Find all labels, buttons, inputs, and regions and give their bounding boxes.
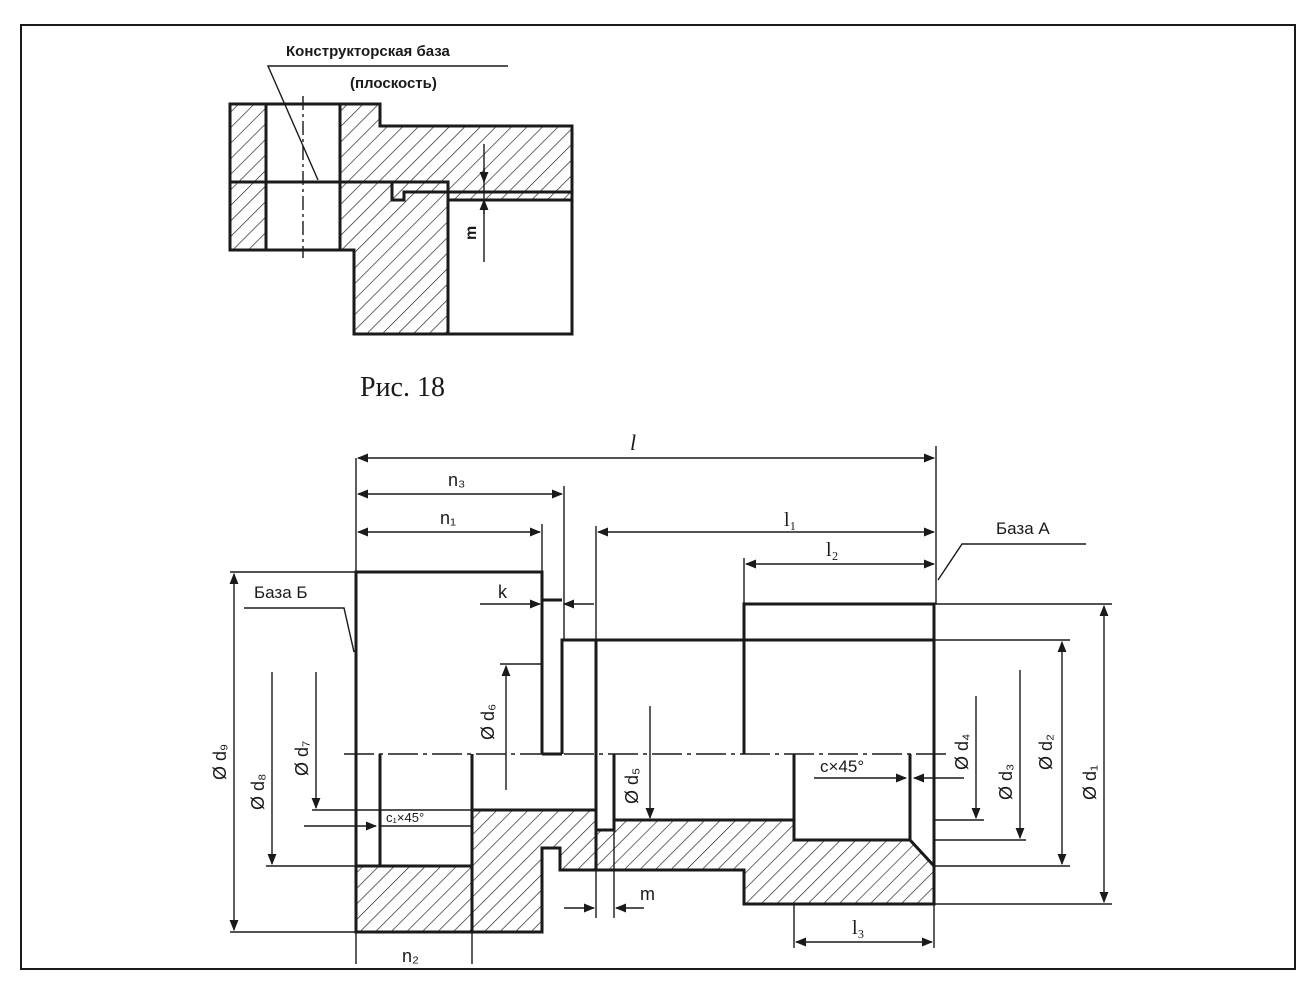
fig19-base-b-leader bbox=[244, 607, 355, 653]
fig19-dim-d2: Ø d₂ bbox=[1036, 734, 1056, 770]
fig19-dim-l1: l₁ bbox=[784, 509, 797, 531]
figure-19: l n₃ n₁ l₁ l₂ k База А База Б Ø d₉ bbox=[210, 430, 1112, 966]
fig19-dim-l2: l₂ bbox=[826, 539, 839, 561]
drawing-frame bbox=[20, 24, 1296, 970]
fig18-base-leader bbox=[266, 65, 508, 181]
fig18-caption: Рис. 18 bbox=[360, 372, 445, 403]
fig18-lower-stem bbox=[338, 180, 450, 336]
fig18-dim-m: m bbox=[463, 226, 480, 240]
fig19-dim-d1: Ø d₁ bbox=[1080, 765, 1100, 800]
fig19-dim-d7: Ø d₇ bbox=[292, 741, 312, 776]
fig19-dim-k: k bbox=[498, 582, 508, 602]
fig19-dim-m: m bbox=[640, 884, 655, 904]
fig18-base-label-1: Конструкторская база bbox=[286, 43, 451, 60]
fig19-section-left-flange bbox=[354, 864, 474, 934]
fig19-base-b: База Б bbox=[254, 583, 308, 602]
fig18-right-part bbox=[448, 198, 574, 336]
fig19-dim-n1: n₁ bbox=[440, 508, 456, 528]
fig19-step-outline bbox=[560, 638, 596, 754]
fig19-dim-d9: Ø d₉ bbox=[210, 744, 230, 780]
fig19-chamfer-c1: c₁×45° bbox=[386, 810, 424, 825]
figure-18: Конструкторская база (плоскость) m Рис. … bbox=[228, 43, 574, 403]
fig18-base-label-2: (плоскость) bbox=[350, 75, 437, 92]
fig19-dim-d5: Ø d₅ bbox=[622, 768, 642, 804]
fig18-left-lower-block bbox=[228, 180, 268, 252]
fig19-dim-d3: Ø d₃ bbox=[996, 764, 1016, 800]
fig19-base-a: База А bbox=[996, 519, 1050, 538]
fig19-section-hub bbox=[470, 808, 598, 934]
fig19-dim-n3: n₃ bbox=[448, 470, 465, 490]
fig19-dim-d6: Ø d₆ bbox=[478, 704, 498, 740]
fig19-dim-l: l bbox=[630, 430, 636, 455]
fig19-dim-l3: l₃ bbox=[852, 917, 865, 939]
fig18-step-lip bbox=[390, 182, 572, 202]
fig19-base-a-leader bbox=[937, 543, 1086, 581]
fig19-dim-n2: n₂ bbox=[402, 946, 419, 966]
fig19-dim-d4: Ø d₄ bbox=[952, 734, 972, 770]
fig19-chamfer-c: c×45° bbox=[820, 757, 864, 776]
fig19-dim-d8: Ø d₈ bbox=[248, 774, 268, 810]
fig19-left-flange-outline bbox=[354, 570, 544, 932]
fig18-left-upper-block bbox=[228, 102, 268, 184]
